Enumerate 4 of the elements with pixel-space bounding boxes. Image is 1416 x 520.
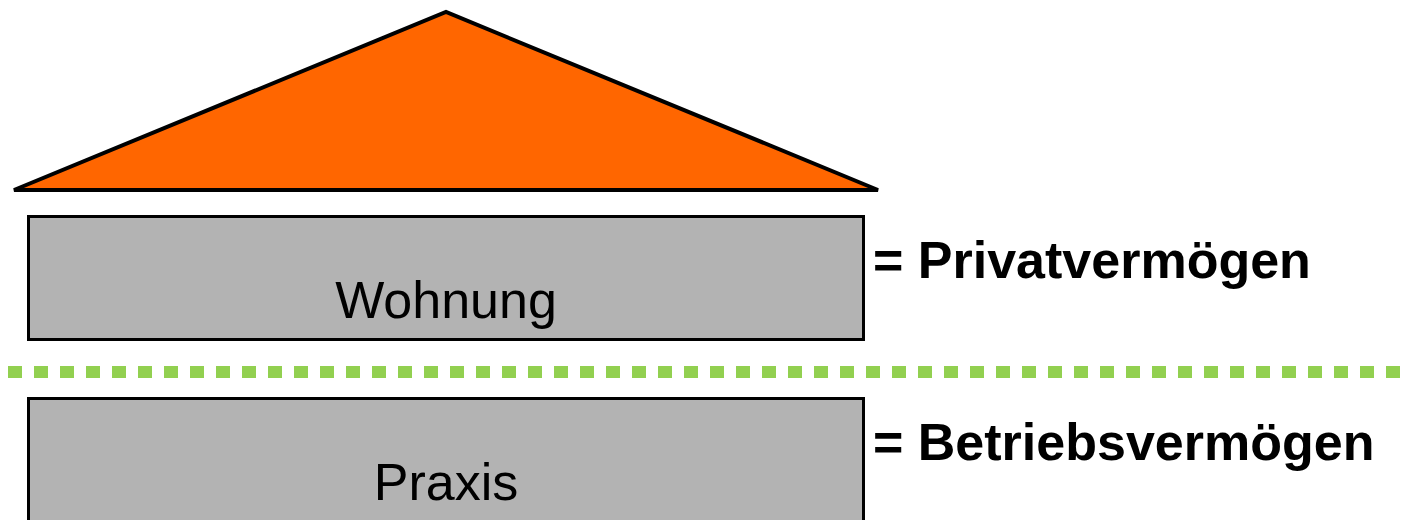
floor-label: Praxis [372,452,520,512]
asset-type-label: = Betriebsvermögen [873,412,1375,472]
floor-label: Wohnung [334,270,558,330]
asset-type-label: = Privatvermögen [873,230,1311,290]
